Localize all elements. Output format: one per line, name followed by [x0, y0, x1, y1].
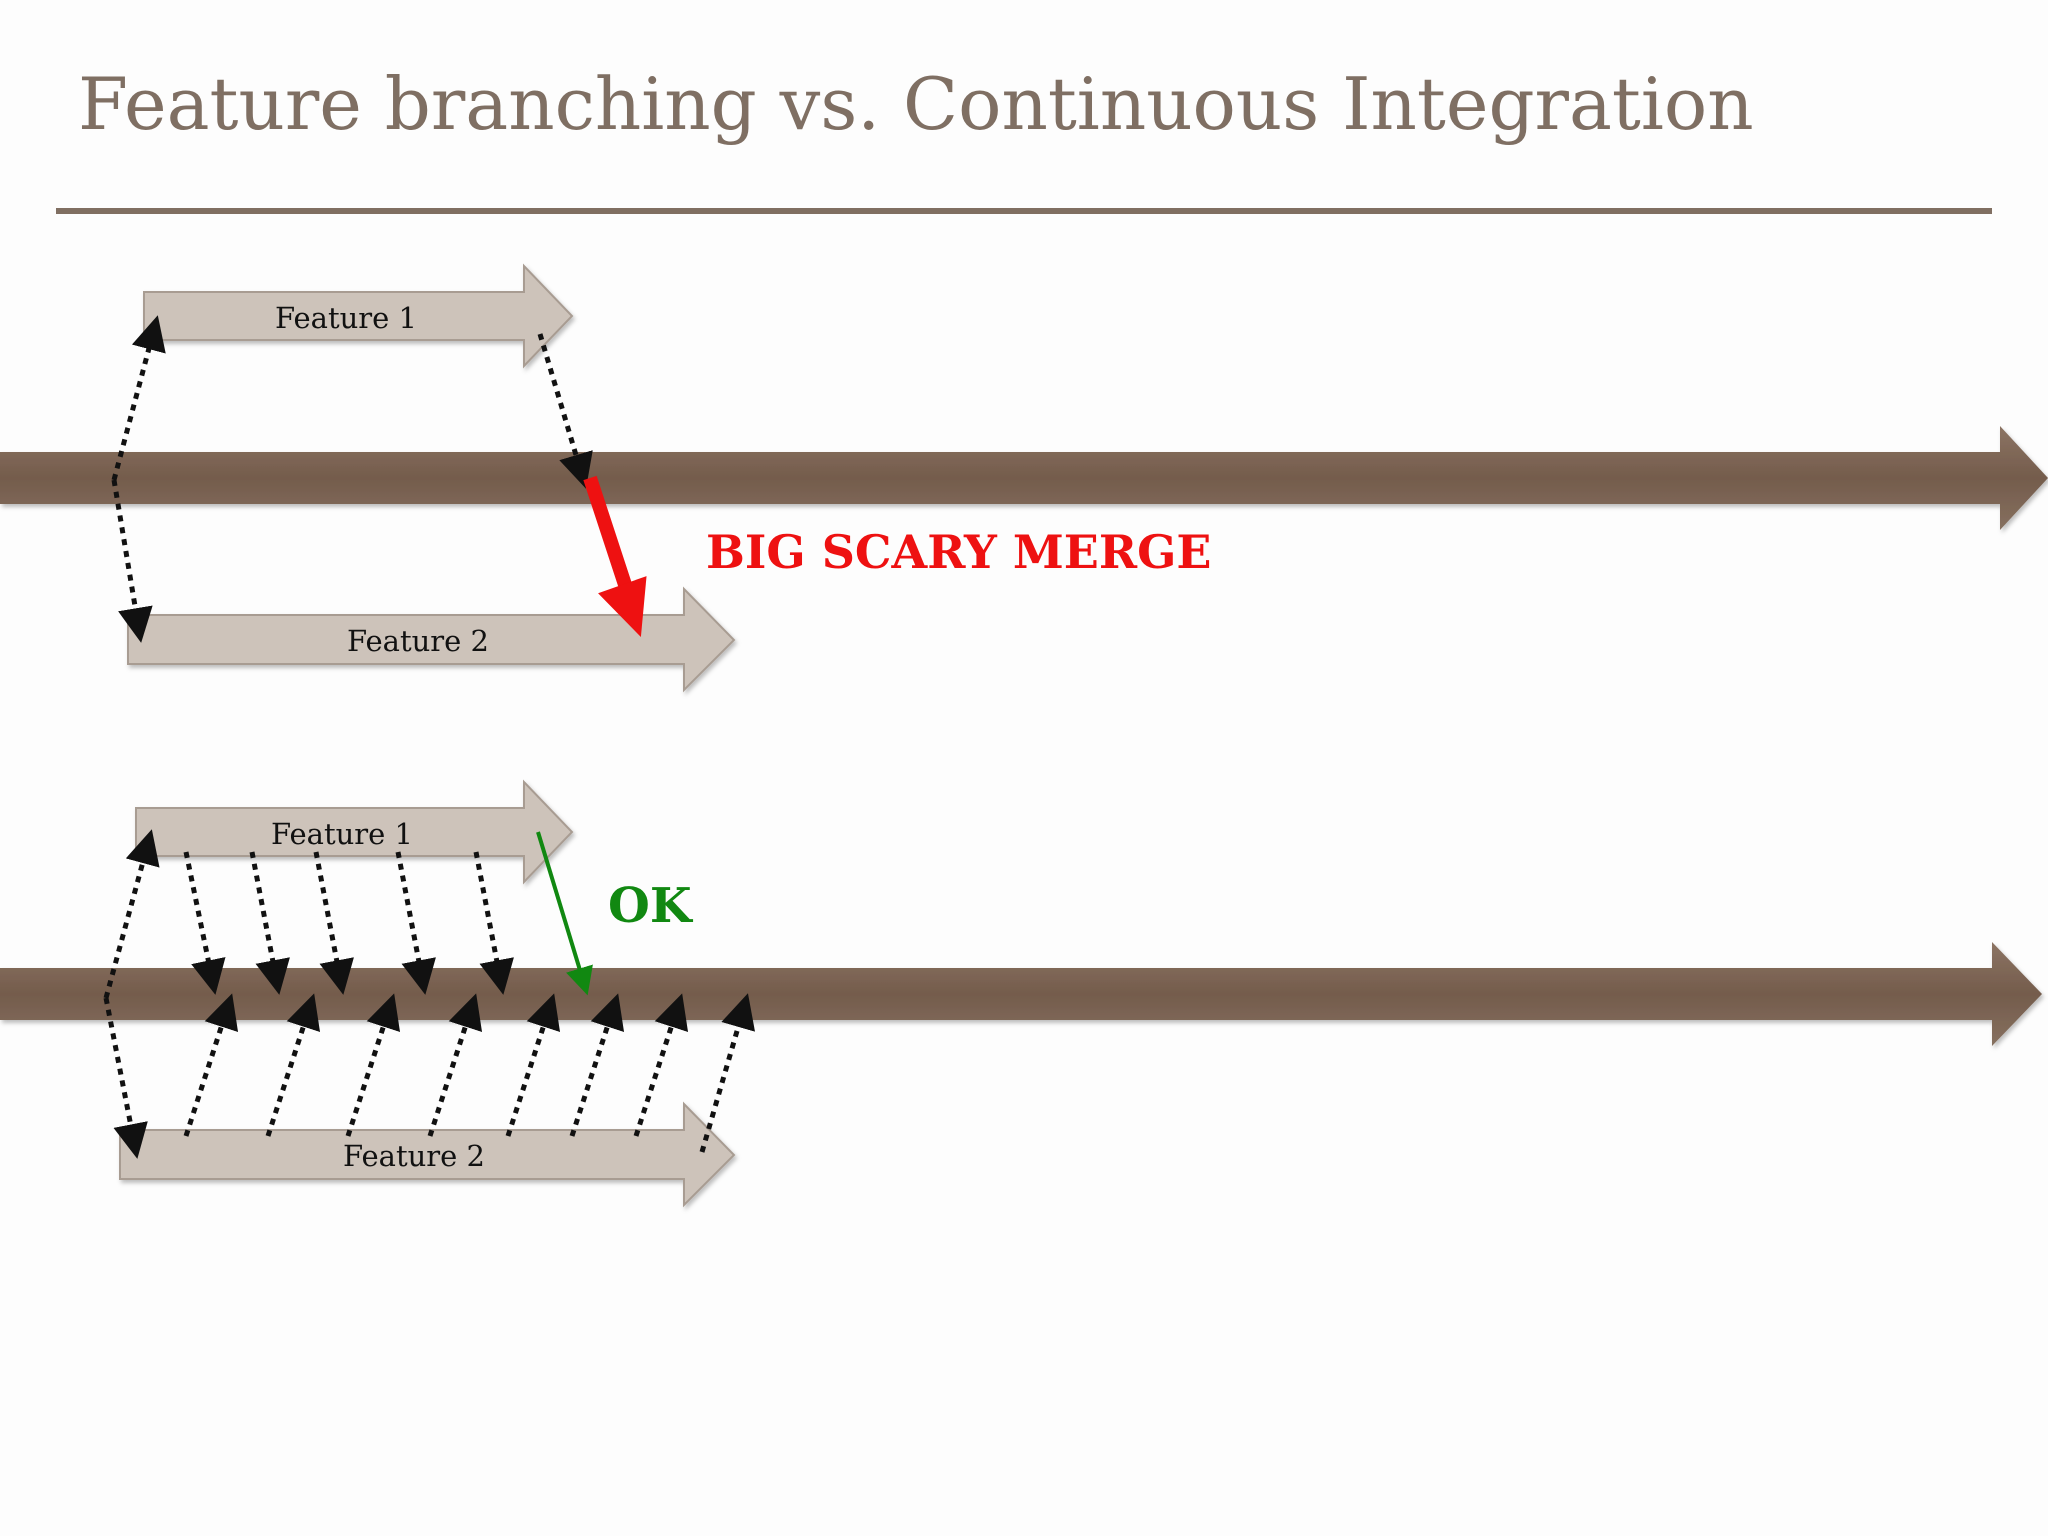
feature-1-branch-arrow [143, 263, 574, 369]
trunk-arrow-2 [0, 942, 2042, 1046]
ok-label: OK [608, 878, 694, 934]
ci-branch-off-feature-2 [103, 997, 148, 1159]
trunk-arrow-1 [0, 426, 2048, 530]
big-scary-merge-label: BIG SCARY MERGE [706, 525, 1211, 579]
ci-merge-feature-1-2 [249, 851, 290, 995]
ci-branch-off-feature-1 [103, 829, 160, 999]
ci-sync-feature-2-6 [569, 993, 625, 1137]
feature-branching-section: Feature 1 Feature 2 BIG SCARY MERGE [0, 263, 2048, 693]
ci-merge-feature-1-1 [183, 851, 226, 995]
ci-feature-2-label: Feature 2 [343, 1139, 485, 1173]
ci-sync-feature-2-7 [633, 993, 689, 1137]
feature-2-branch-arrow [127, 586, 736, 693]
continuous-integration-section: Feature 1 Feature 2 OK [0, 779, 2042, 1208]
merge-feature-1 [537, 333, 593, 489]
big-scary-merge-arrow [583, 475, 647, 638]
slide-title: Feature branching vs. Continuous Integra… [78, 62, 1754, 146]
ci-sync-feature-2-1 [183, 993, 239, 1137]
ci-merge-feature-1-3 [313, 851, 354, 995]
ci-sync-feature-2-5 [505, 993, 561, 1137]
ok-merge-arrow [536, 831, 593, 996]
branch-off-feature-2 [111, 479, 153, 643]
title-rule [56, 208, 1992, 214]
feature-1-label: Feature 1 [275, 301, 417, 335]
branch-off-feature-1 [111, 315, 166, 481]
ci-merge-feature-1-4 [395, 851, 436, 995]
ci-sync-feature-2-4 [427, 993, 483, 1137]
ci-merge-feature-1-5 [473, 851, 514, 995]
ci-sync-feature-2-3 [345, 993, 401, 1137]
ci-feature-1-label: Feature 1 [271, 817, 413, 851]
feature-2-label: Feature 2 [347, 624, 489, 658]
ci-sync-feature-2-8 [699, 993, 756, 1153]
ci-feature-2-branch-arrow [119, 1101, 736, 1208]
ci-sync-feature-2-2 [265, 993, 321, 1137]
ci-feature-1-branch-arrow [135, 779, 574, 885]
